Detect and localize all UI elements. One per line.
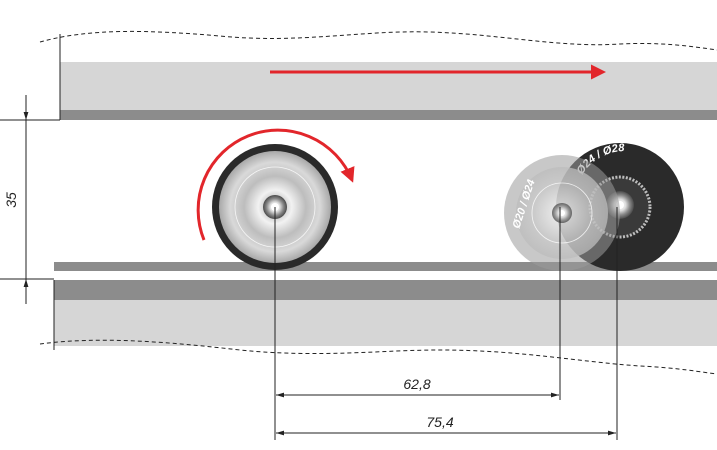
- small-roll: Ø20 / Ø24: [504, 155, 620, 271]
- lower-belt: [39, 262, 717, 375]
- upper-break-line: [39, 30, 717, 51]
- upper-belt-body: [60, 62, 717, 110]
- offset-dimension-large: 75,4: [276, 414, 616, 436]
- lower-belt-top-strip: [54, 262, 717, 271]
- height-dimension: 35: [0, 95, 60, 304]
- offset-large-value: 75,4: [426, 414, 453, 430]
- upper-belt-edge: [60, 110, 717, 120]
- small-roll-ring: [531, 182, 593, 244]
- height-value: 35: [3, 192, 19, 208]
- lower-break-line: [39, 339, 717, 375]
- lower-belt-body: [54, 300, 717, 346]
- curved-arrow-clockwise-icon: [196, 128, 355, 241]
- offset-dimension-small: 62,8: [276, 376, 559, 398]
- offset-small-value: 62,8: [403, 376, 430, 392]
- lower-belt-edge: [54, 280, 717, 300]
- upper-belt: [39, 30, 717, 120]
